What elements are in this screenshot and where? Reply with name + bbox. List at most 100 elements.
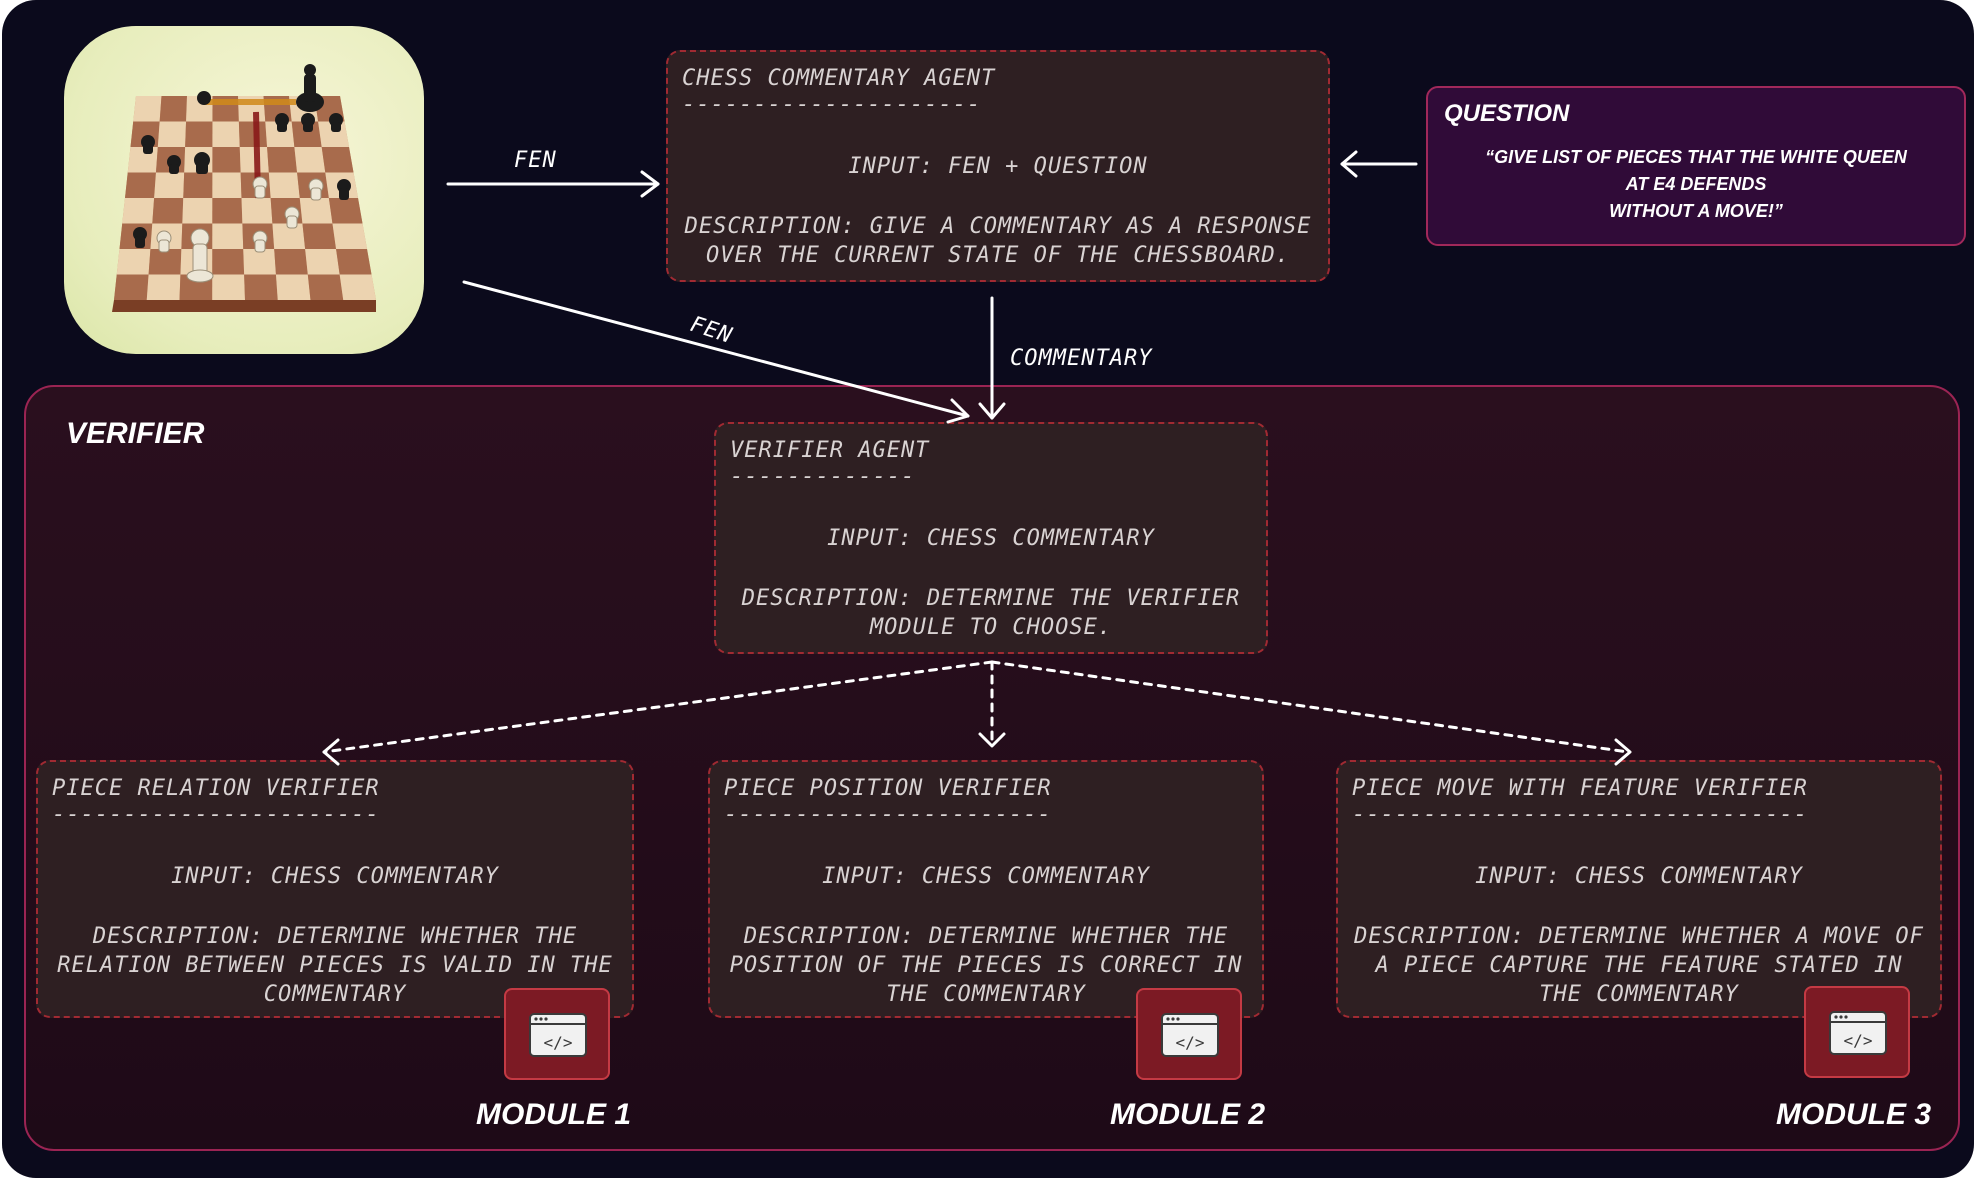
- module-description-line: DESCRIPTION: DETERMINE WHETHER THE: [743, 924, 1229, 949]
- board-square: [133, 96, 162, 122]
- board-square: [212, 121, 240, 147]
- module-description-line: POSITION OF THE PIECES IS CORRECT IN: [729, 953, 1243, 978]
- board-square: [274, 249, 308, 275]
- board-square: [212, 274, 245, 300]
- board-square: [268, 172, 300, 198]
- board-square: [159, 96, 187, 122]
- board-square: [299, 198, 333, 224]
- commentary-agent-box: CHESS COMMENTARY AGENT -----------------…: [666, 50, 1330, 282]
- verifier-agent-box: VERIFIER AGENT ------------- INPUT: CHES…: [714, 422, 1268, 654]
- board-square: [243, 249, 276, 275]
- board-square: [272, 223, 306, 249]
- board-square: [212, 198, 243, 224]
- verifier-agent-title: VERIFIER AGENT: [730, 438, 930, 463]
- board-square: [125, 172, 156, 198]
- code-window-icon: </>: [1804, 986, 1910, 1078]
- board-square: [212, 172, 242, 198]
- module-input: INPUT: CHESS COMMENTARY: [1475, 864, 1803, 889]
- board-square: [302, 223, 337, 249]
- board-square: [267, 147, 298, 173]
- verifier-panel-title: VERIFIER: [66, 417, 205, 450]
- module-rule: -----------------------: [52, 802, 380, 827]
- commentary-agent-input: INPUT: FEN + QUESTION: [848, 154, 1148, 179]
- question-text-line: WITHOUT A MOVE!”: [1609, 201, 1783, 221]
- module-rule: --------------------------------: [1352, 802, 1808, 827]
- commentary-agent-title: CHESS COMMENTARY AGENT: [682, 66, 996, 91]
- chessboard-illustration: [112, 64, 376, 312]
- question-text-line: AT E4 DEFENDS: [1625, 174, 1767, 194]
- board-square: [275, 274, 311, 300]
- svg-text:</>: </>: [1176, 1033, 1205, 1052]
- module-label: MODULE 1: [476, 1098, 632, 1131]
- svg-text:</>: </>: [544, 1033, 573, 1052]
- commentary-agent-description-line: DESCRIPTION: GIVE A COMMENTARY AS A RESP…: [684, 214, 1312, 239]
- commentary-agent-rule: ---------------------: [682, 92, 982, 117]
- board-square: [152, 198, 184, 224]
- commentary-agent-description-line: OVER THE CURRENT STATE OF THE CHESSBOARD…: [705, 243, 1291, 268]
- board-square: [114, 274, 149, 300]
- dashed-arrow-module-3: [990, 660, 1630, 754]
- module-description-line: A PIECE CAPTURE THE FEATURE STATED IN: [1375, 953, 1903, 978]
- board-square: [294, 147, 326, 173]
- board-square: [183, 172, 213, 198]
- board-square: [339, 274, 376, 300]
- question-arrow-head: [1340, 150, 1358, 178]
- code-window-icon: </>: [504, 988, 610, 1080]
- board-square: [212, 223, 244, 249]
- commentary-arrow-head: [978, 402, 1006, 420]
- module-description-line: THE COMMENTARY: [886, 982, 1086, 1007]
- verifier-agent-rule: -------------: [730, 464, 916, 489]
- board-square: [321, 147, 354, 173]
- question-title: QUESTION: [1444, 100, 1570, 127]
- question-box: QUESTION “GIVE LIST OF PIECES THAT THE W…: [1426, 86, 1966, 246]
- verifier-agent-description-line: MODULE TO CHOOSE.: [869, 615, 1113, 640]
- board-square: [148, 249, 182, 275]
- commentary-arrow-label: COMMENTARY: [1010, 346, 1153, 371]
- board-square: [116, 249, 151, 275]
- board-square: [212, 147, 241, 173]
- module-input: INPUT: CHESS COMMENTARY: [822, 864, 1150, 889]
- module-title: PIECE RELATION VERIFIER: [52, 776, 380, 801]
- module-input: INPUT: CHESS COMMENTARY: [171, 864, 499, 889]
- svg-text:</>: </>: [1844, 1031, 1873, 1050]
- board-square: [185, 121, 213, 147]
- board-square: [182, 198, 213, 224]
- board-square: [265, 121, 295, 147]
- board-square: [244, 274, 278, 300]
- module-description-line: THE COMMENTARY: [1539, 982, 1739, 1007]
- board-square: [146, 274, 181, 300]
- dashed-arrow-module-1: [322, 660, 994, 754]
- module-description-line: COMMENTARY: [263, 982, 407, 1007]
- board-square: [122, 198, 155, 224]
- fen-diagonal-arrow: [462, 280, 970, 418]
- module-description-line: DESCRIPTION: DETERMINE WHETHER A MOVE OF: [1354, 924, 1924, 949]
- module-label: MODULE 3: [1776, 1098, 1932, 1131]
- code-window-icon: </>: [1136, 988, 1242, 1080]
- piece-relation-verifier-box: PIECE RELATION VERIFIER ----------------…: [36, 760, 634, 1018]
- board-square: [305, 249, 340, 275]
- dashed-arrow-head-3: [1614, 738, 1632, 766]
- board-square: [154, 172, 185, 198]
- fen-diagonal-arrow-head: [946, 398, 970, 424]
- board-square: [291, 121, 322, 147]
- board-square: [307, 274, 344, 300]
- module-description-line: RELATION BETWEEN PIECES IS VALID IN THE: [57, 953, 613, 978]
- verifier-agent-description-line: DESCRIPTION: DETERMINE THE VERIFIER: [741, 586, 1241, 611]
- dashed-arrow-head-2: [978, 732, 1006, 748]
- piece-position-verifier-box: PIECE POSITION VERIFIER ----------------…: [708, 760, 1264, 1018]
- piece-move-feature-verifier-box: PIECE MOVE WITH FEATURE VERIFIER -------…: [1336, 760, 1942, 1018]
- module-label: MODULE 2: [1110, 1098, 1266, 1131]
- verifier-agent-input: INPUT: CHESS COMMENTARY: [827, 526, 1155, 551]
- dashed-arrow-head-1: [322, 738, 340, 766]
- module-title: PIECE MOVE WITH FEATURE VERIFIER: [1352, 776, 1808, 801]
- module-title: PIECE POSITION VERIFIER: [724, 776, 1052, 801]
- board-square: [328, 198, 363, 224]
- chessboard-image: [64, 26, 424, 354]
- fen-arrow-head: [640, 170, 660, 198]
- board-square: [157, 121, 187, 147]
- board-square: [336, 249, 372, 275]
- module-rule: -----------------------: [724, 802, 1052, 827]
- question-text-line: “GIVE LIST OF PIECES THAT THE WHITE QUEE…: [1485, 147, 1907, 167]
